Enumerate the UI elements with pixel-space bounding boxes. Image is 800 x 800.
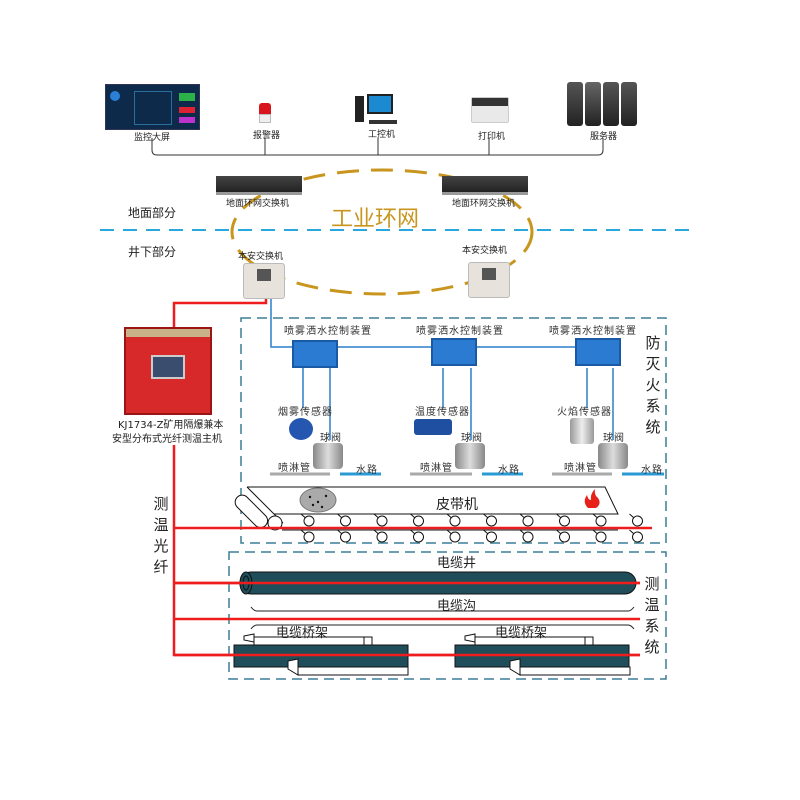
host-label-line1: KJ1734-Z矿用隔爆兼本 bbox=[118, 420, 224, 431]
conveyor-roller bbox=[376, 531, 388, 543]
controller-label: 喷雾洒水控制装置 bbox=[284, 326, 372, 337]
temp-system-box bbox=[228, 551, 667, 680]
conveyor-roller bbox=[559, 515, 570, 527]
conveyor-roller bbox=[486, 515, 497, 527]
device-label: 工控机 bbox=[368, 130, 396, 140]
conveyor-roller bbox=[413, 515, 424, 527]
flame-sensor-icon bbox=[570, 418, 594, 444]
spray-controller-icon bbox=[431, 338, 477, 366]
controller-label: 喷雾洒水控制装置 bbox=[416, 326, 504, 337]
spray-controller-icon bbox=[575, 338, 621, 366]
fiber-temperature-host bbox=[124, 327, 212, 415]
sensor-label: 温度传感器 bbox=[415, 407, 470, 418]
valve-label: 球阀 bbox=[320, 433, 342, 444]
device-label: 服务器 bbox=[590, 132, 618, 142]
alarm-light-icon bbox=[259, 103, 271, 123]
valve-label: 球阀 bbox=[461, 433, 483, 444]
conveyor-roller bbox=[449, 531, 461, 543]
controller-network-line bbox=[270, 297, 575, 348]
conveyor-roller bbox=[522, 515, 534, 527]
flame-icon bbox=[584, 489, 600, 508]
fiber-host-link bbox=[172, 297, 268, 330]
industrial-ring bbox=[230, 168, 534, 296]
switch-label: 地面环网交换机 bbox=[226, 199, 290, 209]
conveyor-roller bbox=[303, 515, 315, 527]
underground-section-label: 井下部分 bbox=[128, 245, 177, 259]
device-label: 报警器 bbox=[253, 131, 281, 141]
conveyor-roller bbox=[303, 531, 315, 543]
device-monitor-screen bbox=[105, 84, 200, 130]
conveyor-roller bbox=[522, 531, 534, 543]
device-label: 打印机 bbox=[478, 132, 506, 142]
monitor-screen-icon bbox=[134, 91, 172, 125]
conveyor-roller bbox=[632, 515, 643, 527]
water-label: 水路 bbox=[356, 465, 378, 476]
cable-well-label: 电缆井 bbox=[437, 556, 477, 571]
temp-system-title: 测温系统 bbox=[644, 575, 660, 656]
ring-title: 工业环网 bbox=[331, 207, 420, 232]
conveyor-label: 皮带机 bbox=[436, 497, 478, 513]
conveyor-roller bbox=[595, 531, 607, 543]
device-label: 监控大屏 bbox=[134, 133, 171, 143]
conveyor-roller bbox=[340, 515, 351, 527]
smoke-cloud-icon bbox=[299, 487, 337, 513]
conveyor-roller bbox=[632, 531, 643, 543]
cable-tray-label: 电缆桥架 bbox=[495, 626, 548, 641]
workstation-icon bbox=[355, 94, 401, 126]
fiber-label: 测温光纤 bbox=[153, 495, 169, 576]
water-label: 水路 bbox=[498, 465, 520, 476]
conveyor-roller bbox=[340, 531, 351, 543]
conveyor-roller bbox=[376, 515, 388, 527]
cable-trench bbox=[250, 606, 635, 630]
temperature-sensor-icon bbox=[414, 419, 452, 435]
host-label-line2: 安型分布式光纤测温主机 bbox=[112, 434, 222, 445]
ball-valve-icon bbox=[313, 443, 343, 469]
sensor-label: 火焰传感器 bbox=[557, 407, 612, 418]
fire-system-box bbox=[240, 317, 667, 544]
switch-label: 本安交换机 bbox=[462, 246, 508, 256]
intrinsic-safe-switch-icon bbox=[243, 263, 285, 299]
fire-system-title: 防灭火系统 bbox=[645, 334, 661, 436]
switch-label: 地面环网交换机 bbox=[452, 199, 516, 209]
server-icon bbox=[567, 82, 637, 126]
cable-tray-label: 电缆桥架 bbox=[276, 626, 329, 641]
ball-valve-icon bbox=[598, 443, 628, 469]
conveyor-roller bbox=[449, 515, 461, 527]
cable-trench-label: 电缆沟 bbox=[437, 599, 477, 614]
pipe-label: 喷淋管 bbox=[564, 463, 597, 474]
conveyor-roller bbox=[595, 515, 607, 527]
switch-label: 本安交换机 bbox=[238, 252, 284, 262]
network-switch-icon bbox=[216, 176, 302, 195]
surface-section-label: 地面部分 bbox=[128, 206, 177, 220]
spray-controller-icon bbox=[292, 340, 338, 368]
conveyor-roller bbox=[559, 531, 570, 543]
smoke-sensor-icon bbox=[289, 418, 313, 440]
controller-label: 喷雾洒水控制装置 bbox=[549, 326, 637, 337]
conveyor-rollers bbox=[300, 513, 643, 543]
ball-valve-icon bbox=[455, 443, 485, 469]
water-label: 水路 bbox=[641, 465, 663, 476]
intrinsic-safe-switch-icon bbox=[468, 262, 510, 298]
pipe-label: 喷淋管 bbox=[278, 463, 311, 474]
conveyor-roller bbox=[486, 531, 497, 543]
valve-label: 球阀 bbox=[603, 433, 625, 444]
pipe-label: 喷淋管 bbox=[420, 463, 453, 474]
sensor-label: 烟雾传感器 bbox=[278, 407, 333, 418]
conveyor-roller bbox=[413, 531, 424, 543]
network-switch-icon bbox=[442, 176, 528, 195]
printer-icon bbox=[471, 97, 509, 123]
